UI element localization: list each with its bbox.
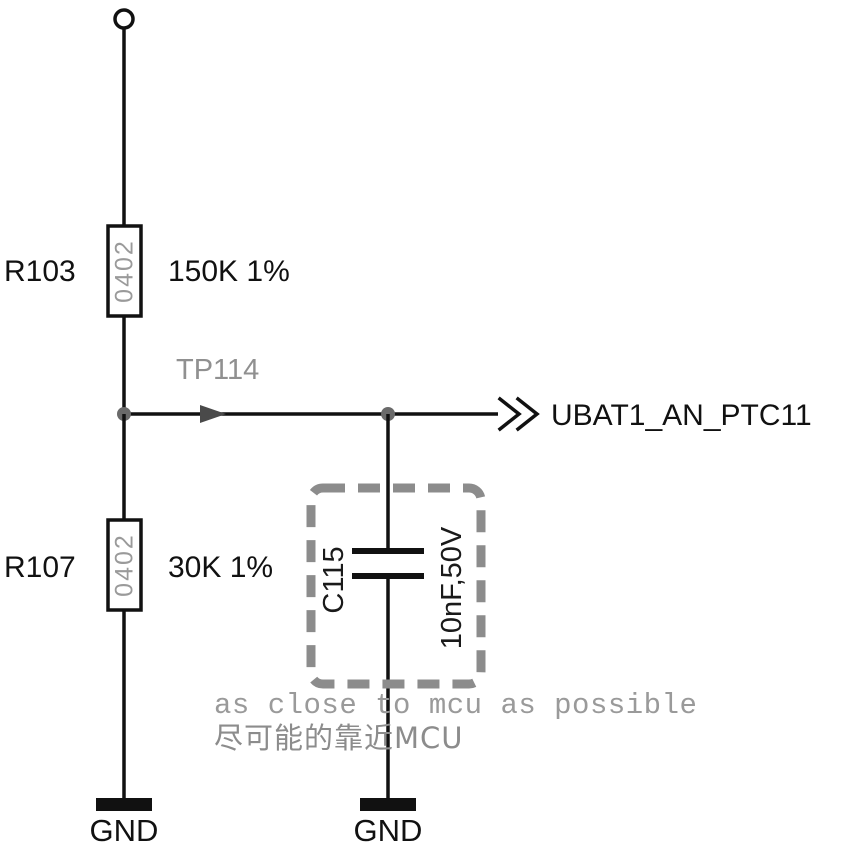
gnd-label-left: GND xyxy=(90,813,159,848)
capacitor-c115-ref-label: C115 xyxy=(318,546,350,613)
annotation-english: as close to mcu as possible xyxy=(214,689,697,722)
resistor-r103-package-label: 0402 xyxy=(111,239,139,303)
resistor-r107-body xyxy=(106,518,143,612)
annotation-chinese: 尽可能的靠近MCU xyxy=(214,721,464,755)
testpoint-arrow-icon xyxy=(200,405,226,423)
capacitor-c115-value-label: 10nF,50V xyxy=(436,526,468,649)
resistor-r107-value-label: 30K 1% xyxy=(168,551,273,584)
input-terminal-pin xyxy=(113,8,135,30)
net-chevron-icon-1 xyxy=(497,396,522,432)
resistor-r103-value-label: 150K 1% xyxy=(168,255,290,288)
resistor-r107-package-label: 0402 xyxy=(111,533,139,597)
gnd-label-right: GND xyxy=(354,813,423,848)
gnd-symbol-left xyxy=(96,798,152,811)
gnd-symbol-right xyxy=(360,798,416,811)
placement-guideline-box xyxy=(306,483,486,689)
resistor-r107-ref-label: R107 xyxy=(4,551,76,584)
net-chevron-icon-2 xyxy=(515,396,540,432)
net-label: UBAT1_AN_PTC11 xyxy=(551,399,812,432)
testpoint-tp114-label: TP114 xyxy=(176,354,259,386)
resistor-r103-ref-label: R103 xyxy=(4,255,76,288)
